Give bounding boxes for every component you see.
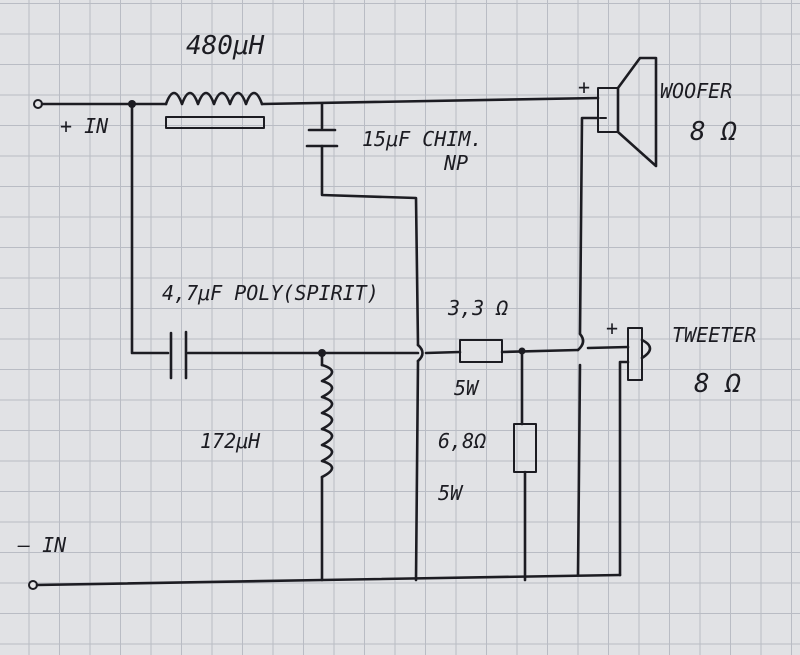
label-tweeter-imp: 8 Ω [694, 369, 741, 399]
inductor-480uh [164, 91, 264, 106]
wire-c1-down [320, 144, 420, 347]
wire-woofer-minus [578, 116, 600, 335]
inductor-core [165, 116, 265, 129]
label-r1-power: 5W [454, 376, 480, 400]
label-woofer-plus: + [578, 75, 590, 99]
label-r1: 3,3 Ω [447, 296, 508, 320]
label-woofer: WOOFER [660, 79, 732, 103]
label-r2: 6,8Ω [438, 429, 486, 453]
tweeter-body [627, 327, 643, 381]
woofer-cone [616, 56, 658, 168]
woofer-magnet [597, 87, 619, 133]
inductor-172uh [320, 363, 334, 479]
label-c1: 15μF CHIM. [362, 127, 482, 151]
resistor-6-8-ohm [513, 423, 537, 473]
wire-c1-to-ground [414, 359, 420, 582]
label-minus-in: — IN [17, 533, 67, 557]
wire-tweeter-minus [618, 360, 630, 577]
label-l2: 172μH [200, 429, 261, 453]
wire-to-tweeter-plus [586, 345, 630, 350]
wire-top-right [260, 96, 600, 106]
wire-mid-to-r1 [424, 350, 462, 355]
label-woofer-imp: 8 Ω [690, 117, 737, 147]
resistor-3-3-ohm [459, 339, 503, 363]
label-c2: 4,7μF POLY(SPIRIT) [162, 281, 379, 305]
tweeter-dome [640, 338, 652, 360]
label-l1: 480μH [186, 31, 265, 61]
wire-left-vertical [130, 102, 170, 355]
wire-r1-to-tweeter [500, 348, 580, 354]
label-plus-in: + IN [60, 114, 109, 138]
wire-hop-2 [576, 332, 585, 352]
wire-hop-1 [416, 343, 424, 363]
label-tweeter-plus: + [606, 316, 618, 340]
wire-ground [35, 573, 622, 587]
wire-woofer-minus-lower [576, 363, 582, 577]
label-tweeter: TWEETER [672, 323, 756, 347]
label-c1-type: NP [443, 151, 468, 175]
label-r2-power: 5W [438, 481, 464, 505]
